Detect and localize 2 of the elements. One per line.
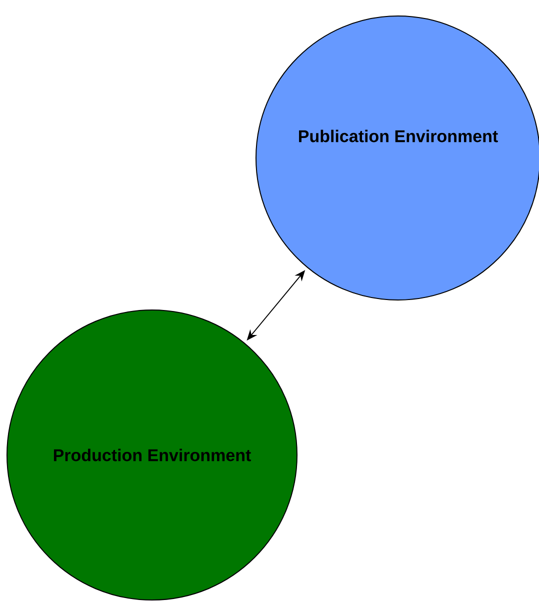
circle-node: Production Environment	[6, 310, 298, 600]
circle-node: Publication Environment	[256, 16, 539, 300]
